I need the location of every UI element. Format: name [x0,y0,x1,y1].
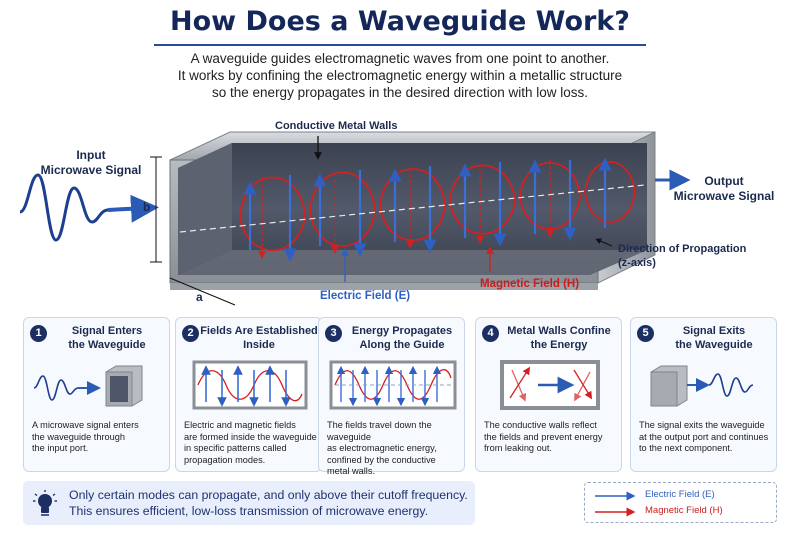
electric-field-arrows [243,157,612,262]
dimension-b-label: b [143,200,151,214]
step-desc-line: to the next component. [639,443,733,453]
waveguide-diagram [19,131,691,306]
step-card-3: 3 Energy Propagates Along the Guide The … [318,317,465,476]
step-desc-line: are formed inside the waveguide [184,431,317,442]
legend: Electric Field (E) Magnetic Field (H) [584,482,777,523]
step-title: Signal Enters the Waveguide [48,324,166,352]
input-label-line: Microwave Signal [40,163,142,177]
step-title-line: the Waveguide [675,339,753,351]
step-card-4: 4 Metal Walls Confine the Energy The con… [475,317,622,472]
step-desc-line: as electromagnetic energy, [327,443,437,453]
fields-pattern-icon [192,360,308,410]
step-title-line: the Energy [530,339,588,351]
output-label-line: Output [704,174,744,188]
electric-arrow-icon [595,491,636,501]
step-number: 2 [182,325,199,342]
input-wave [19,173,109,242]
step-title-line: Signal Enters [71,325,143,337]
step-number: 5 [637,325,654,342]
note-text: Only certain modes can propagate, and on… [69,487,469,519]
step-desc: The conductive walls reflect the fields … [484,420,619,455]
energy-propagation-icon [329,360,457,410]
step-desc: Electric and magnetic fields are formed … [184,420,319,466]
dimension-b [150,156,162,263]
step-desc-line: the input port. [32,443,89,453]
step-card-2: 2 Fields Are Established Inside Electric… [175,317,322,472]
step-desc-line: at the output port and continues [639,431,769,442]
step-card-1: 1 Signal Enters the Waveguide A microwav… [23,317,170,472]
step-desc-line: from leaking out. [484,443,552,453]
legend-electric: Electric Field (E) [593,489,773,503]
intro-line: A waveguide guides electromagnetic waves… [190,51,610,66]
signal-enter-icon [33,365,143,407]
dimension-a [169,277,236,306]
intro-line: so the energy propagates in the desired … [212,85,588,100]
input-arrow [107,194,159,223]
input-signal-label: Input Microwave Signal [36,148,146,178]
step-desc-line: the fields and prevent energy [484,431,603,442]
output-signal-label: Output Microwave Signal [664,174,784,204]
magnetic-field-arrows [258,160,554,259]
legend-electric-label: Electric Field (E) [645,489,715,500]
step-desc: A microwave signal enters the waveguide … [32,420,167,455]
step-title: Energy Propagates Along the Guide [343,324,461,352]
note-line: Only certain modes can propagate, and on… [69,488,468,502]
step-card-5: 5 Signal Exits the Waveguide The signal … [630,317,777,472]
step-desc-line: propagation modes. [184,454,266,465]
step-desc-line: metal walls. [327,466,375,476]
direction-label: Direction of Propagation (z-axis) [618,242,746,270]
step-desc-line: Electric and magnetic fields [184,420,296,430]
step-title: Metal Walls Confine the Energy [500,324,618,352]
step-desc-line: The signal exits the waveguide [639,420,765,430]
legend-magnetic-label: Magnetic Field (H) [645,505,723,516]
lightbulb-icon [33,490,57,516]
propagation-axis [179,184,646,233]
magnetic-field-label: Magnetic Field (H) [480,278,580,290]
waveguide-inner-side [178,143,232,275]
intro-text: A waveguide guides electromagnetic waves… [100,50,700,101]
step-title-line: the Waveguide [68,339,146,351]
step-number: 1 [30,325,47,342]
direction-pointer [595,238,613,247]
step-title-line: Along the Guide [359,339,445,351]
output-label-line: Microwave Signal [673,189,775,203]
step-desc-line: the waveguide through [32,431,125,442]
step-title-line: Metal Walls Confine [507,325,611,337]
step-title: Fields Are Established Inside [200,324,318,352]
signal-exit-icon [650,365,754,407]
step-desc-line: The conductive walls reflect [484,420,597,430]
note-line: This ensures efficient, low-loss transmi… [69,504,429,518]
waveguide-front-lip [170,283,598,290]
step-desc-line: The fields travel down the waveguide [327,420,432,442]
electric-field-label: Electric Field (E) [320,290,411,302]
title-underline [154,44,646,46]
step-number: 3 [325,325,342,342]
step-desc: The signal exits the waveguide at the ou… [639,420,774,455]
input-label-line: Input [76,148,106,162]
direction-label-line: (z-axis) [618,257,656,269]
step-desc-line: in specific patterns called [184,443,287,453]
page-title: How Does a Waveguide Work? [170,6,630,37]
magnetic-arrow-icon [595,507,636,517]
intro-line: It works by confining the electromagneti… [177,68,623,83]
walls-confine-icon [500,360,600,410]
step-title-line: Fields Are Established [200,325,318,337]
step-desc: The fields travel down the waveguide as … [327,420,462,478]
legend-magnetic: Magnetic Field (H) [593,505,773,519]
direction-label-line: Direction of Propagation [618,243,747,255]
step-title-line: Signal Exits [682,325,746,337]
step-title-line: Energy Propagates [351,325,453,337]
step-desc-line: confined by the conductive [327,454,436,465]
step-title: Signal Exits the Waveguide [655,324,773,352]
step-title-line: Inside [243,339,275,351]
walls-label: Conductive Metal Walls [275,120,398,132]
dimension-a-label: a [196,290,203,304]
step-desc-line: A microwave signal enters [32,420,139,430]
step-number: 4 [482,325,499,342]
info-note: Only certain modes can propagate, and on… [23,481,475,525]
waveguide-inner-floor [178,250,647,275]
